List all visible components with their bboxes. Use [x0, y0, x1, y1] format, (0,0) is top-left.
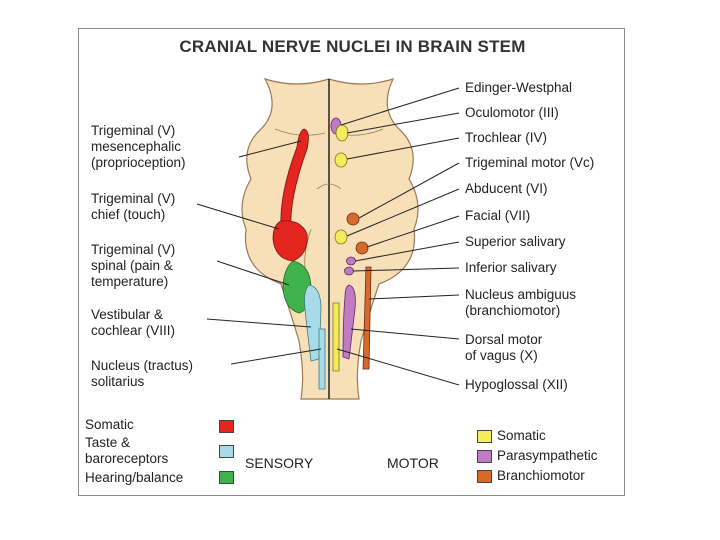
abducent-nucleus: [334, 229, 348, 245]
label-nucleus-ambiguus: Nucleus ambiguus (branchiomotor): [465, 287, 577, 318]
trigeminal-motor-nucleus: [346, 212, 360, 226]
leader-line: [354, 241, 460, 262]
leader-line: [340, 87, 460, 126]
label-edinger-westphal: Edinger-Westphal: [465, 80, 573, 95]
tractus-solitarius-nucleus: [318, 328, 326, 390]
leader-line: [346, 112, 460, 134]
legend-sensory-somatic-label: Somatic: [85, 417, 134, 432]
nucleus-ambiguus: [362, 266, 372, 370]
label-oculomotor: Oculomotor (III): [465, 105, 559, 120]
label-trigeminal-motor: Trigeminal motor (Vc): [465, 155, 595, 170]
legend-motor-somatic-label: Somatic: [497, 428, 546, 443]
legend-swatch-sensory-somatic: [219, 420, 234, 433]
label-dorsal-motor-vagus: Dorsal motor of vagus (X): [465, 332, 543, 363]
leader-line: [358, 162, 460, 219]
figure-title: CRANIAL NERVE NUCLEI IN BRAIN STEM: [179, 37, 526, 56]
leader-line: [352, 267, 460, 272]
superior-salivary-nucleus: [346, 256, 356, 266]
contour-line: [316, 183, 342, 190]
leader-line: [196, 203, 280, 230]
label-trigeminal-mesencephalic: Trigeminal (V) mesencephalic (propriocep…: [91, 123, 186, 170]
legend-swatch-motor-branchiomotor: [477, 470, 492, 483]
facial-nucleus: [355, 241, 369, 255]
label-trigeminal-chief: Trigeminal (V) chief (touch): [91, 191, 176, 222]
legend-swatch-motor-somatic: [477, 430, 492, 443]
legend-motor-parasympathetic-label: Parasympathetic: [497, 448, 598, 463]
left-leader-lines: [196, 140, 322, 365]
label-trochlear: Trochlear (IV): [465, 130, 548, 145]
legend-swatch-sensory-taste: [219, 445, 234, 458]
leader-line: [346, 188, 460, 237]
leader-line: [216, 260, 290, 286]
legend-motor-branchiomotor-label: Branchiomotor: [497, 468, 585, 483]
leader-line: [346, 137, 460, 160]
dorsal-motor-vagus-nucleus: [342, 284, 356, 360]
label-hypoglossal: Hypoglossal (XII): [465, 377, 568, 392]
label-superior-salivary: Superior salivary: [465, 234, 566, 249]
label-vestibular-cochlear: Vestibular & cochlear (VIII): [91, 307, 176, 338]
brainstem-diagram: [196, 77, 460, 400]
brainstem-outline: [241, 77, 419, 400]
leader-line: [206, 318, 312, 328]
leader-line: [350, 328, 460, 340]
leader-line: [366, 215, 460, 248]
label-inferior-salivary: Inferior salivary: [465, 260, 557, 275]
right-leader-lines: [336, 87, 460, 386]
legend-swatch-sensory-hearing: [219, 471, 234, 484]
vestibular-cochlear-nucleus: [304, 284, 322, 362]
trochlear-nucleus: [334, 152, 348, 168]
legend-sensory-title: SENSORY: [245, 455, 314, 471]
leader-line: [368, 294, 460, 300]
label-nucleus-solitarius: Nucleus (tractus) solitarius: [91, 358, 194, 389]
legend-sensory-hearing-label: Hearing/balance: [85, 470, 184, 485]
legend-motor-title: MOTOR: [387, 455, 439, 471]
inferior-salivary-nucleus: [344, 266, 354, 276]
oculomotor-nucleus: [335, 124, 349, 142]
hypoglossal-nucleus: [332, 302, 340, 372]
leader-line: [238, 140, 302, 158]
leader-line: [336, 348, 460, 386]
label-trigeminal-spinal: Trigeminal (V) spinal (pain & temperatur…: [91, 242, 176, 289]
figure-frame: CRANIAL NERVE NUCLEI IN BRAIN STEM: [78, 28, 625, 496]
legend-swatch-motor-parasympathetic: [477, 450, 492, 463]
legend-sensory-taste-label: Taste & baroreceptors: [85, 435, 169, 466]
label-facial: Facial (VII): [465, 208, 531, 223]
leader-line: [230, 348, 322, 365]
trigeminal-spinal-nucleus: [282, 260, 312, 314]
label-abducent: Abducent (VI): [465, 181, 548, 196]
